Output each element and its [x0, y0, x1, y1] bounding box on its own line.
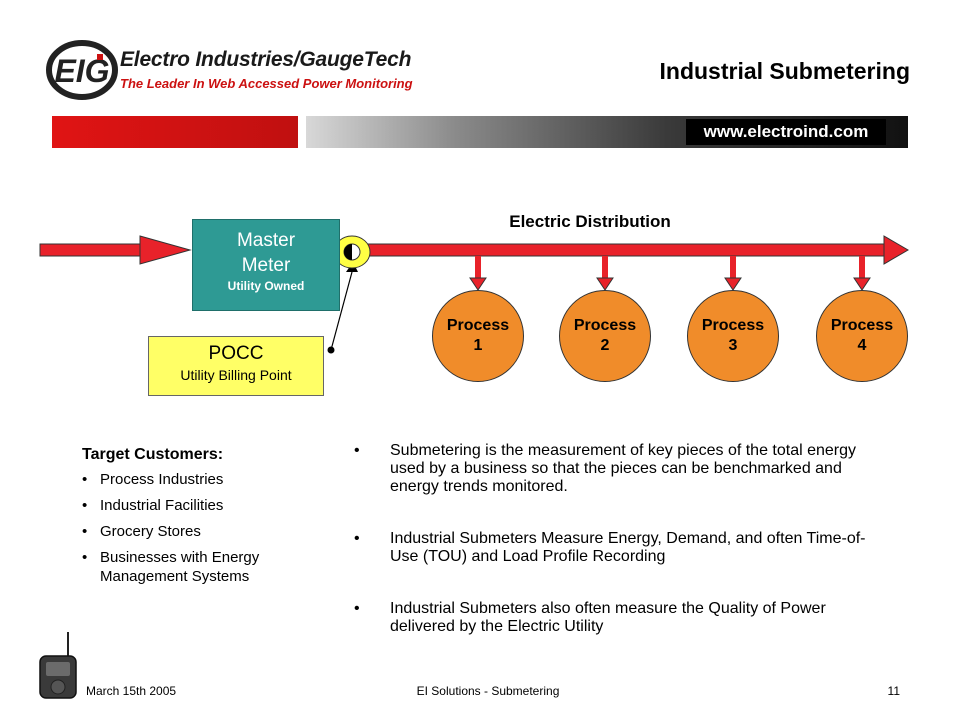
header-red-bar — [52, 116, 298, 148]
website-url[interactable]: www.electroind.com — [686, 119, 886, 145]
process-label: Process — [573, 317, 637, 334]
customer-list: Process Industries Industrial Facilities… — [82, 470, 332, 593]
distribution-bus-arrow — [339, 235, 909, 265]
process-number: 1 — [473, 337, 483, 354]
list-item: Industrial Facilities — [82, 496, 332, 515]
description-list: Submetering is the measurement of key pi… — [342, 442, 892, 636]
eig-logo: EIG — [46, 40, 118, 100]
branch-arrow-4 — [853, 256, 871, 291]
list-item: Industrial Submeters also often measure … — [342, 600, 892, 636]
branch-arrow-1 — [469, 256, 487, 291]
meter-point-icon — [333, 235, 371, 269]
list-item: Businesses with Energy Management System… — [82, 548, 305, 586]
process-number: 3 — [728, 337, 738, 354]
process-label: Process — [701, 317, 765, 334]
pocc-box: POCC Utility Billing Point — [148, 336, 324, 396]
list-item: Grocery Stores — [82, 522, 332, 541]
process-label: Process — [446, 317, 510, 334]
list-item: Industrial Submeters Measure Energy, Dem… — [342, 530, 892, 566]
meter-device-icon — [39, 632, 77, 699]
process-node-1: Process 1 — [432, 290, 524, 382]
brand-tagline: The Leader In Web Accessed Power Monitor… — [120, 76, 413, 91]
process-node-3: Process 3 — [687, 290, 779, 382]
incoming-feed-arrow — [39, 235, 192, 265]
page-title: Industrial Submetering — [659, 58, 910, 84]
footer-title: EI Solutions - Submetering — [416, 684, 560, 698]
branch-arrow-2 — [596, 256, 614, 291]
process-node-4: Process 4 — [816, 290, 908, 382]
branch-arrow-3 — [724, 256, 742, 291]
process-number: 4 — [857, 337, 867, 354]
list-item: Process Industries — [82, 470, 332, 489]
pocc-subtitle: Utility Billing Point — [180, 367, 292, 383]
brand-name: Electro Industries/GaugeTech — [120, 48, 412, 71]
target-customers-heading: Target Customers: — [82, 446, 224, 463]
master-meter-box: Master Meter Utility Owned — [192, 219, 340, 311]
process-number: 2 — [600, 337, 610, 354]
process-label: Process — [830, 317, 894, 334]
page-number: 11 — [887, 684, 900, 698]
list-item: Submetering is the measurement of key pi… — [342, 442, 892, 496]
footer-date: March 15th 2005 — [86, 684, 177, 698]
distribution-label: Electric Distribution — [509, 212, 671, 231]
master-meter-title: Master Meter — [236, 230, 296, 276]
process-node-2: Process 2 — [559, 290, 651, 382]
master-meter-subtitle: Utility Owned — [227, 279, 305, 293]
pocc-title: POCC — [208, 343, 264, 364]
